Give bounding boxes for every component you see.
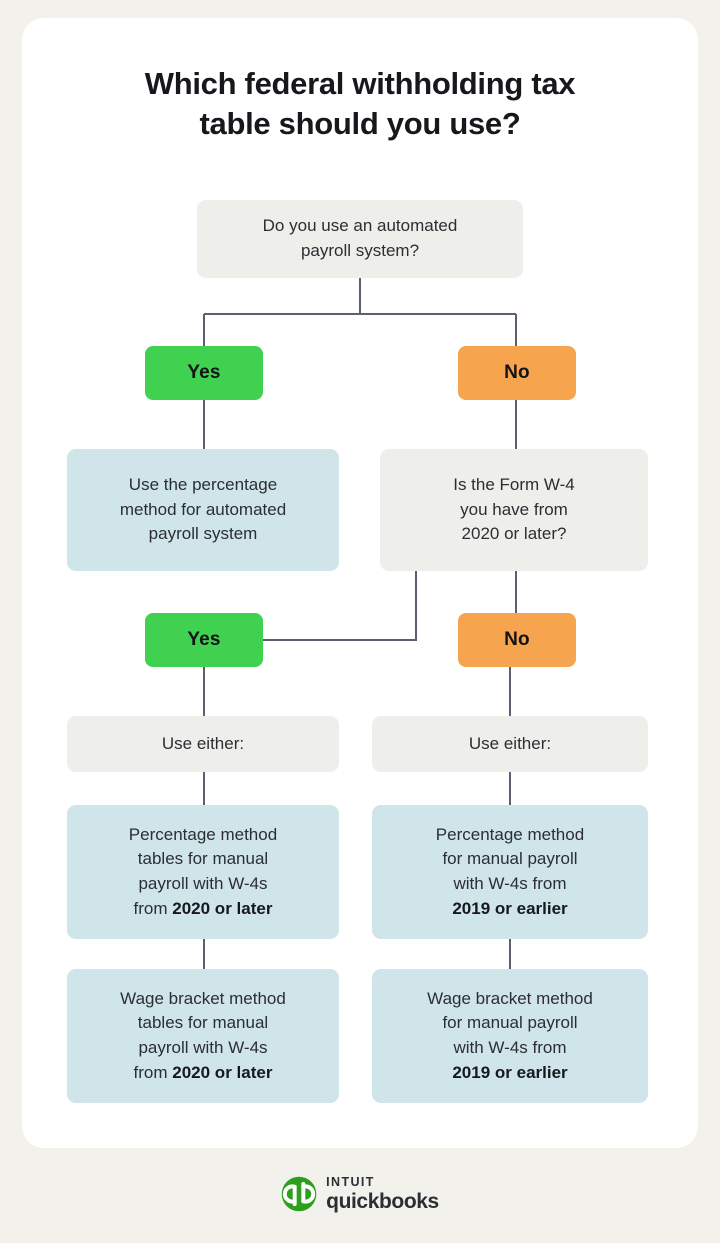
branch2-yes-pill[interactable]: Yes <box>145 613 263 667</box>
outcome-wage-bracket-2019-or-earlier: Wage bracket method for manual payroll w… <box>372 969 648 1103</box>
outcome-pct-left-line-4: from 2020 or later <box>77 897 329 922</box>
branch1-no-pill[interactable]: No <box>458 346 576 400</box>
page-title-line-2: table should you use? <box>199 105 521 141</box>
label-use-either-right-text: Use either: <box>468 733 552 753</box>
branch2-no-pill[interactable]: No <box>458 613 576 667</box>
question-form-w4-line-1: Is the Form W-4 <box>453 475 575 495</box>
outcome-wage-left-line-4-emphasis: 2020 or later <box>172 1062 273 1082</box>
page-title-line-1: Which federal withholding tax <box>144 66 576 101</box>
branch2-yes-label: Yes <box>187 629 221 651</box>
outcome-wage-left-line-1: Wage bracket method <box>120 988 286 1008</box>
outcome-wage-right-line-1: Wage bracket method <box>427 988 593 1008</box>
quickbooks-wordmark: INTUIT quickbooks <box>326 1176 439 1212</box>
outcome-wage-right-line-4-emphasis: 2019 or earlier <box>452 1062 568 1082</box>
outcome-pct-left-line-1: Percentage method <box>128 824 278 844</box>
outcome-wage-bracket-2020-or-later: Wage bracket method tables for manual pa… <box>67 969 339 1103</box>
outcome-automated-line-3: payroll system <box>148 524 258 544</box>
outcome-pct-right-line-1: Percentage method <box>435 824 585 844</box>
outcome-pct-right-line-2: for manual payroll <box>442 849 578 869</box>
outcome-wage-left-line-4: from 2020 or later <box>77 1061 329 1086</box>
outcome-automated-line-2: method for automated <box>119 499 287 519</box>
question-automated-payroll-line-1: Do you use an automated <box>262 216 458 236</box>
outcome-pct-left-line-2: tables for manual <box>137 849 269 869</box>
outcome-pct-left-line-4-prefix: from <box>133 898 173 918</box>
question-form-w4-year: Is the Form W-4 you have from 2020 or la… <box>380 449 648 571</box>
outcome-automated-percentage-method: Use the percentage method for automated … <box>67 449 339 571</box>
quickbooks-wordmark-text: quickbooks <box>326 1189 439 1213</box>
outcome-percentage-method-2020-or-later: Percentage method tables for manual payr… <box>67 805 339 939</box>
quickbooks-qb-monogram-icon <box>281 1176 317 1212</box>
outcome-wage-right-line-2: for manual payroll <box>442 1013 578 1033</box>
branch1-yes-label: Yes <box>187 362 221 384</box>
question-automated-payroll-line-2: payroll system? <box>300 241 420 260</box>
outcome-wage-right-line-3: with W-4s from <box>453 1038 567 1057</box>
question-form-w4-line-2: you have from <box>460 499 568 519</box>
outcome-wage-left-line-4-prefix: from <box>133 1062 173 1082</box>
label-use-either-right: Use either: <box>372 716 648 772</box>
page-title: Which federal withholding tax table shou… <box>60 64 660 143</box>
outcome-pct-left-line-3: payroll with W-4s <box>138 874 268 893</box>
outcome-wage-right-line-4: 2019 or earlier <box>382 1061 638 1086</box>
outcome-pct-right-line-3: with W-4s from <box>453 874 567 893</box>
outcome-wage-left-line-3: payroll with W-4s <box>138 1038 268 1057</box>
branch1-no-label: No <box>504 362 530 384</box>
branch2-no-label: No <box>504 629 530 651</box>
outcome-pct-right-line-4-emphasis: 2019 or earlier <box>452 898 568 918</box>
outcome-pct-right-line-4: 2019 or earlier <box>382 897 638 922</box>
outcome-wage-left-line-2: tables for manual <box>137 1013 269 1033</box>
outcome-pct-left-line-4-emphasis: 2020 or later <box>172 898 273 918</box>
branch1-yes-pill[interactable]: Yes <box>145 346 263 400</box>
intuit-wordmark-text: INTUIT <box>326 1175 375 1190</box>
label-use-either-left: Use either: <box>67 716 339 772</box>
outcome-automated-line-1: Use the percentage <box>128 475 278 495</box>
outcome-percentage-method-2019-or-earlier: Percentage method for manual payroll wit… <box>372 805 648 939</box>
label-use-either-left-text: Use either: <box>161 733 245 753</box>
question-automated-payroll: Do you use an automated payroll system? <box>197 200 523 278</box>
quickbooks-logo: INTUIT quickbooks <box>0 1176 720 1212</box>
question-form-w4-line-3: 2020 or later? <box>461 524 567 544</box>
